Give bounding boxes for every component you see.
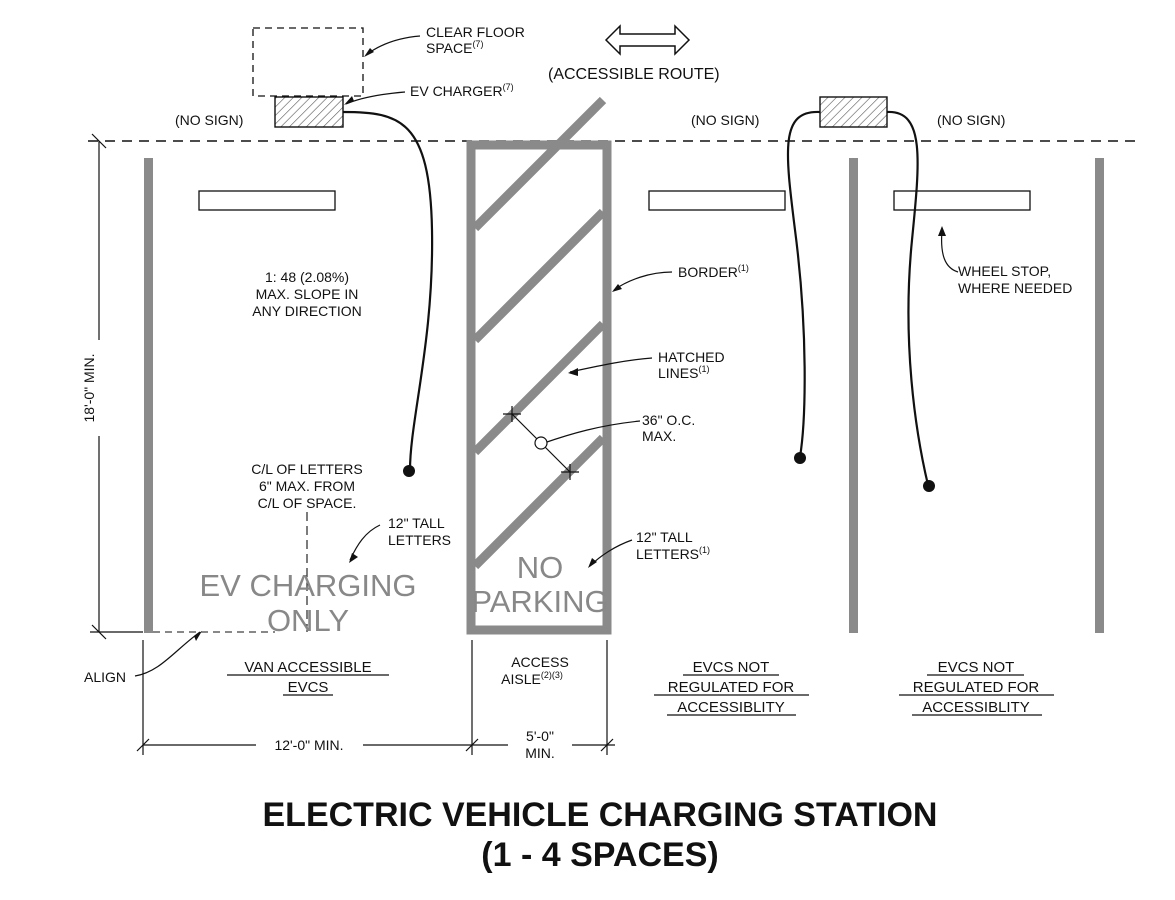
centerline-label-3: C/L OF SPACE. — [258, 495, 357, 511]
align-label: ALIGN — [84, 669, 126, 685]
caption-underlines — [227, 674, 1054, 716]
wheel-stop-label-2: WHERE NEEDED — [958, 280, 1072, 296]
slope-label-1: 1: 48 (2.08%) — [265, 269, 349, 285]
evcs-b-label-2: REGULATED FOR — [913, 679, 1040, 696]
cable-right-b — [886, 110, 930, 486]
spacing-label-2: MAX. — [642, 428, 676, 444]
cable-right-a-end — [794, 452, 806, 464]
slope-label-2: MAX. SLOPE IN — [256, 286, 359, 302]
diagram-title-line-1: ELECTRIC VEHICLE CHARGING STATION — [263, 796, 938, 834]
clear-floor-label-1: CLEAR FLOOR — [426, 24, 525, 40]
clear-floor-label-2: SPACE(7) — [426, 39, 483, 56]
access-aisle-border — [466, 140, 612, 635]
stall-stripe-1 — [144, 158, 153, 633]
wheel-stop-1 — [198, 190, 336, 211]
ev-charger-label: EV CHARGER(7) — [410, 82, 514, 99]
diagram-title-line-2: (1 - 4 SPACES) — [481, 836, 718, 874]
tall-letters-label-1b: LETTERS — [388, 532, 451, 548]
centerline-label-2: 6" MAX. FROM — [259, 478, 355, 494]
hatch-line-4 — [471, 434, 607, 570]
spacing-label-1: 36" O.C. — [642, 412, 695, 428]
dim-12-label: 12'-0" MIN. — [274, 737, 343, 753]
van-accessible-label-1: VAN ACCESSIBLE — [244, 659, 371, 676]
stall-stripe-2 — [849, 158, 858, 633]
wheel-stop-2 — [648, 190, 786, 211]
evcs-a-label-1: EVCS NOT — [693, 659, 770, 676]
evcs-a-label-2: REGULATED FOR — [668, 679, 795, 696]
hatch-line-1 — [471, 96, 607, 232]
hatched-label-2: LINES(1) — [658, 364, 709, 381]
cable-left — [342, 110, 434, 471]
leader-arrowheads — [194, 48, 946, 641]
tall-letters-label-1a: 12" TALL — [388, 515, 445, 531]
tall-letters-label-2b: LETTERS(1) — [636, 545, 710, 562]
access-aisle-label-1: ACCESS — [511, 654, 569, 670]
access-aisle-label-2: AISLE(2)(3) — [501, 670, 563, 687]
cable-left-end — [403, 465, 415, 477]
wheel-stop-3 — [893, 190, 1031, 211]
clear-floor-space — [252, 27, 364, 97]
no-pavement-text: NO — [517, 550, 564, 585]
cable-right-a — [786, 110, 821, 458]
hatch-line-3 — [471, 320, 607, 456]
accessible-route-label: (ACCESSIBLE ROUTE) — [548, 66, 720, 83]
hatch-line-2 — [471, 208, 607, 344]
spacing-center-mark — [534, 436, 548, 450]
accessible-route-arrow — [604, 24, 691, 56]
centerline-label-1: C/L OF LETTERS — [251, 461, 363, 477]
access-aisle-hatch — [471, 96, 607, 570]
no-sign-label-2: (NO SIGN) — [691, 112, 759, 128]
cable-right-b-end — [923, 480, 935, 492]
no-sign-label-1: (NO SIGN) — [175, 112, 243, 128]
parking-pavement-text: PARKING — [471, 584, 608, 619]
only-pavement-text: ONLY — [267, 603, 349, 638]
vertical-dimension-label: 18'-0" MIN. — [81, 353, 97, 422]
ev-charger-left — [274, 96, 344, 128]
van-accessible-label-2: EVCS — [288, 679, 329, 696]
slope-label-3: ANY DIRECTION — [252, 303, 361, 319]
ev-charger-right — [819, 96, 888, 128]
tall-letters-label-2a: 12" TALL — [636, 529, 693, 545]
horizontal-dimension — [136, 640, 615, 755]
border-label: BORDER(1) — [678, 263, 749, 280]
evcs-b-label-3: ACCESSIBLITY — [922, 699, 1030, 716]
evcs-a-label-3: ACCESSIBLITY — [677, 699, 785, 716]
stall-stripe-3 — [1095, 158, 1104, 633]
dim-5-label-1: 5'-0" — [526, 728, 554, 744]
no-sign-label-3: (NO SIGN) — [937, 112, 1005, 128]
hatched-label-1: HATCHED — [658, 349, 725, 365]
vertical-dimension — [90, 133, 143, 640]
evcs-b-label-1: EVCS NOT — [938, 659, 1015, 676]
ev-charging-pavement-text: EV CHARGING — [199, 568, 416, 603]
dim-5-label-2: MIN. — [525, 745, 555, 761]
wheel-stop-label-1: WHEEL STOP, — [958, 263, 1051, 279]
